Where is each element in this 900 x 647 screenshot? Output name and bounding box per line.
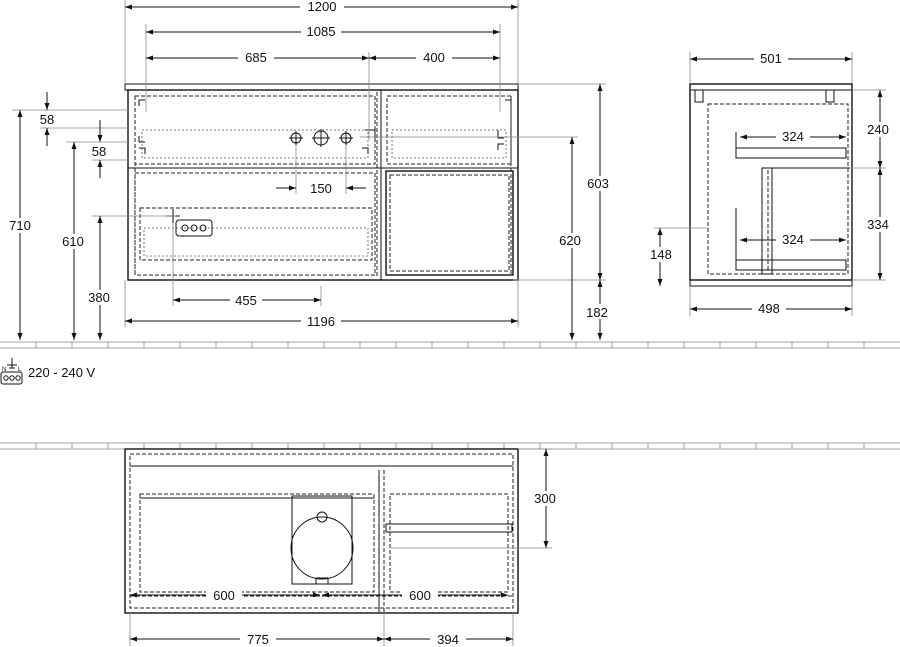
- floor-line-lower: [0, 442, 900, 450]
- dim-height-610: 610: [62, 234, 84, 249]
- dim-tap-spacing: 150: [310, 181, 332, 196]
- dim-height-620: 620: [559, 233, 581, 248]
- dim-side-upper-drawer: 324: [782, 129, 804, 144]
- dim-side-bottom-depth: 498: [758, 301, 780, 316]
- siphon-icon: [290, 495, 354, 585]
- dim-side-top-depth: 501: [760, 51, 782, 66]
- front-view: 1200 1085 685 400 710 58 58 610 380: [6, 0, 618, 340]
- dim-plinth: 182: [586, 305, 608, 320]
- dim-top-right-drawer: 600: [409, 588, 431, 603]
- top-view: 300 600 600 775 394: [124, 448, 562, 647]
- tap-left-icon: [289, 131, 303, 145]
- dim-side-left-height: 148: [650, 247, 672, 262]
- side-view: 501 324 324 240 334 148 498: [646, 51, 897, 316]
- dim-top-left-drawer: 600: [213, 588, 235, 603]
- dim-total-height: 710: [9, 218, 31, 233]
- floor-line-upper: [0, 341, 900, 349]
- dim-right-section: 400: [423, 50, 445, 65]
- power-voltage-label: 220 - 240 V: [28, 365, 96, 380]
- tap-right-icon: [339, 131, 353, 145]
- dim-side-lower-drawer: 324: [782, 232, 804, 247]
- dim-side-lower-height: 334: [867, 217, 889, 232]
- dim-side-upper-height: 240: [867, 122, 889, 137]
- dim-overall-width: 1200: [308, 0, 337, 14]
- dim-lower-gap: 58: [92, 144, 106, 159]
- dim-top-right-width: 394: [437, 632, 459, 647]
- dim-upper-gap: 58: [40, 112, 54, 127]
- dim-top-left-width: 775: [247, 632, 269, 647]
- dim-top-depth: 300: [534, 491, 556, 506]
- tap-center-icon: [312, 129, 330, 147]
- dim-left-section: 685: [245, 50, 267, 65]
- dim-bottom-width: 1196: [307, 314, 335, 329]
- power-l-label: L: [18, 367, 22, 373]
- dim-body-height: 603: [587, 176, 609, 191]
- power-supply-icon: N L: [0, 358, 23, 385]
- dim-socket-offset: 455: [235, 293, 257, 308]
- dim-height-380: 380: [88, 290, 110, 305]
- power-n-label: N: [2, 367, 6, 373]
- dim-inner-width: 1085: [307, 24, 336, 39]
